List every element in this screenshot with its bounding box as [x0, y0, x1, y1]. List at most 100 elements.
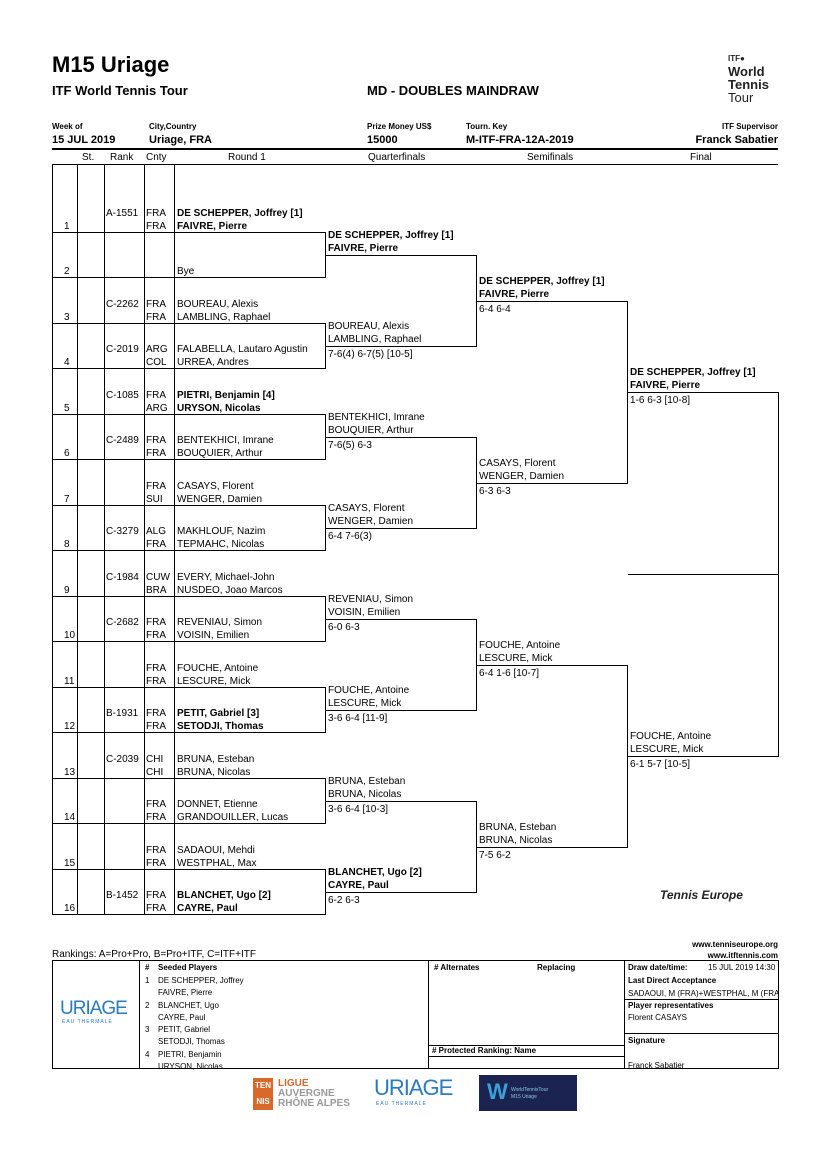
entry-player: URREA, Andres — [177, 357, 249, 368]
entry-player: MAKHLOUF, Nazim — [177, 526, 266, 537]
draw-position: 6 — [64, 448, 70, 459]
entry-country: FRA — [146, 221, 166, 232]
table-divider — [77, 165, 78, 914]
entry-country: ARG — [146, 403, 168, 414]
entry-player: DONNET, Etienne — [177, 799, 258, 810]
entry-country: BRA — [146, 585, 167, 596]
bracket-connector — [476, 437, 477, 529]
entry-country: COL — [146, 357, 167, 368]
entry-country: FRA — [146, 799, 166, 810]
draw-position: 8 — [64, 539, 70, 550]
entry-country: CHI — [146, 754, 164, 765]
bracket-line — [326, 892, 477, 893]
nis-text: NIS — [256, 1097, 270, 1106]
entry-country: FRA — [146, 448, 166, 459]
week-value: 15 JUL 2019 — [52, 134, 116, 146]
winner-player: LAMBLING, Raphael — [328, 334, 422, 345]
match-score: 7-6(4) 6-7(5) [10-5] — [328, 349, 413, 360]
entry-player: FALABELLA, Lautaro Agustin — [177, 344, 308, 355]
winner-player: BRUNA, Nicolas — [328, 789, 402, 800]
seed-number: 3 — [145, 1025, 150, 1034]
bracket-line — [477, 483, 628, 484]
draw-position: 4 — [64, 357, 70, 368]
winner-player: BRUNA, Nicolas — [479, 835, 553, 846]
bracket-connector — [325, 232, 326, 278]
match-score: 1-6 6-3 [10-8] — [630, 395, 691, 406]
winner-player: LESCURE, Mick — [328, 698, 402, 709]
seed-number: 2 — [145, 1000, 150, 1010]
draw-position: 9 — [64, 585, 70, 596]
bracket-connector — [325, 687, 326, 733]
seed-player: PETIT, Gabriel — [158, 1025, 211, 1034]
wtt-logo: W WorldTennisTour M15 Uriage — [479, 1075, 577, 1111]
entry-country: FRA — [146, 676, 166, 687]
entry-player: DE SCHEPPER, Joffrey [1] — [177, 208, 303, 219]
column-rule — [52, 164, 778, 165]
row-line — [52, 596, 326, 597]
entry-rank: C-2039 — [106, 754, 139, 765]
url-tenniseurope[interactable]: www.tenniseurope.org — [692, 940, 778, 949]
entry-country: FRA — [146, 721, 166, 732]
url-itftennis[interactable]: www.itftennis.com — [707, 951, 778, 960]
winner-player: LESCURE, Mick — [479, 653, 553, 664]
entry-rank: B-1931 — [106, 708, 139, 719]
entry-player: FAIVRE, Pierre — [177, 221, 248, 232]
divider — [428, 1045, 624, 1046]
row-line — [52, 641, 326, 642]
col-cnty: Cnty — [146, 152, 167, 163]
rep-value: Florent CASAYS — [628, 1013, 687, 1022]
bracket-connector — [325, 505, 326, 551]
lda-label: Last Direct Acceptance — [628, 976, 717, 985]
match-score: 6-3 6-3 — [479, 486, 511, 497]
table-divider — [174, 165, 175, 914]
divider — [624, 1033, 779, 1034]
winner-player: FOUCHE, Antoine — [328, 685, 410, 696]
winner-player: WENGER, Damien — [479, 471, 565, 482]
uriage-logo-bottom-sub: EAU THERMALE — [376, 1101, 427, 1107]
entry-country: FRA — [146, 299, 166, 310]
winner-player: LESCURE, Mick — [630, 744, 704, 755]
entry-country: ALG — [146, 526, 167, 537]
entry-country: FRA — [146, 708, 166, 719]
winner-player: BOUQUIER, Arthur — [328, 425, 414, 436]
match-score: 7-5 6-2 — [479, 850, 511, 861]
seed-player: SETODJI, Thomas — [158, 1037, 225, 1047]
entry-player: WESTPHAL, Max — [177, 858, 257, 869]
table-divider — [52, 165, 53, 914]
seed-hash: # — [145, 963, 150, 972]
key-value: M-ITF-FRA-12A-2019 — [466, 134, 574, 146]
divider — [428, 960, 429, 1069]
draw-position: 16 — [64, 903, 76, 914]
match-score: 3-6 6-4 [11-9] — [328, 713, 388, 724]
sig-label: Signature — [628, 1036, 665, 1045]
draw-date-label: Draw date/time: — [628, 963, 688, 972]
seed-player: CAYRE, Paul — [158, 1012, 206, 1022]
bracket-line — [326, 255, 477, 256]
winner-player: REVENIAU, Simon — [328, 594, 414, 605]
bracket-connector — [476, 619, 477, 711]
entry-player: PIETRI, Benjamin [4] — [177, 390, 275, 401]
divider — [624, 960, 625, 1069]
ten-text: TEN — [255, 1081, 271, 1090]
entry-rank: C-2682 — [106, 617, 139, 628]
info-box — [52, 960, 779, 1069]
row-line — [52, 914, 326, 915]
entry-country: FRA — [146, 890, 166, 901]
seed-number: 4 — [145, 1049, 150, 1059]
bracket-line — [326, 437, 477, 438]
entry-country: FRA — [146, 481, 166, 492]
winner-player: BLANCHET, Ugo [2] — [328, 867, 422, 878]
entry-rank: B-1452 — [106, 890, 139, 901]
col-sf: Semifinals — [527, 152, 574, 163]
entry-country: FRA — [146, 208, 166, 219]
entry-country: CUW — [146, 572, 170, 583]
entry-player: FOUCHE, Antoine — [177, 663, 259, 674]
winner-player: CASAYS, Florent — [328, 503, 405, 514]
divider — [624, 999, 779, 1000]
entry-player: REVENIAU, Simon — [177, 617, 263, 628]
row-line — [52, 459, 326, 460]
winner-player: CASAYS, Florent — [479, 458, 556, 469]
uriage-logo-sub: EAU THERMALE — [62, 1019, 113, 1025]
bracket-connector — [325, 869, 326, 915]
